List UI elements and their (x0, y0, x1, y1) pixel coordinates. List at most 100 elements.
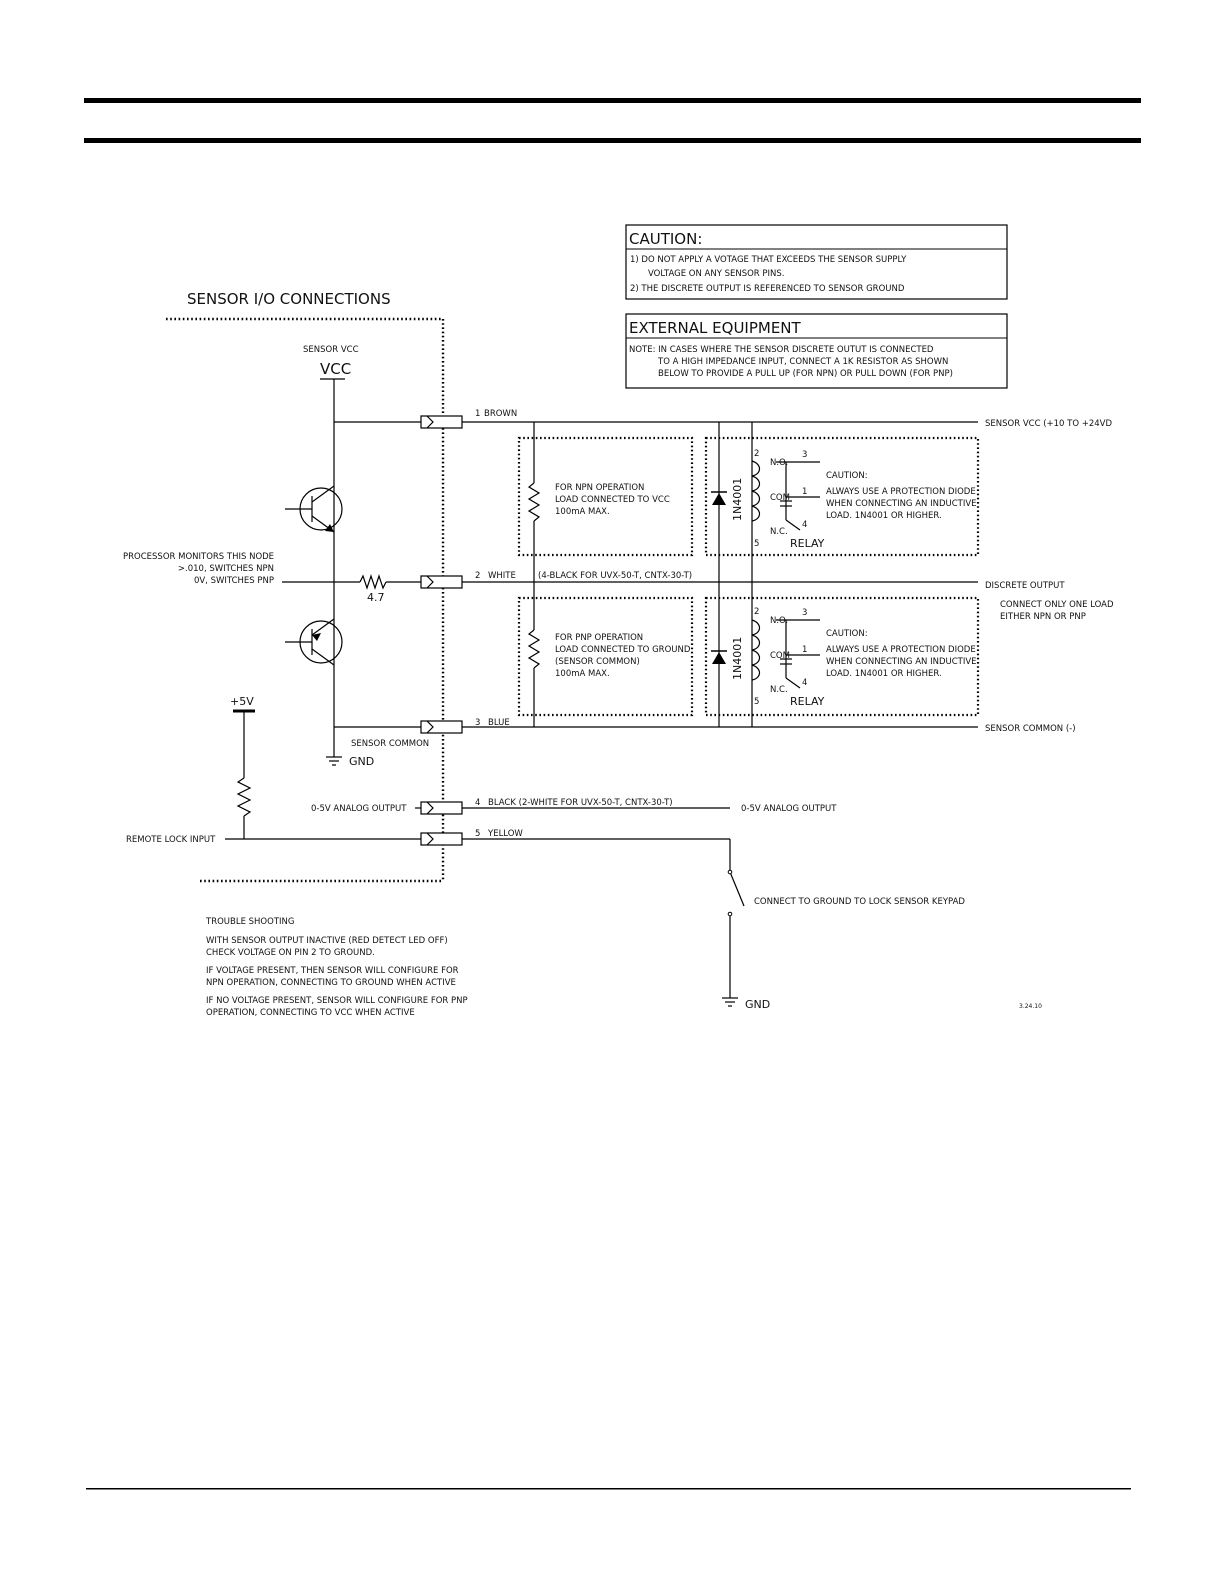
wire-rails (462, 421, 978, 1007)
analog-output-left-label: 0-5V ANALOG OUTPUT (311, 804, 407, 814)
diode-label-lower: 1N4001 (731, 637, 744, 680)
relay-upper-caution-1: ALWAYS USE A PROTECTION DIODE (826, 487, 976, 497)
wire-5-color: YELLOW (487, 829, 523, 839)
pullup-resistor-symbol (236, 777, 252, 817)
relay-lower-no: N.O. (770, 616, 788, 626)
relay-upper-caution-head: CAUTION: (826, 471, 868, 481)
npn-box-line-1: FOR NPN OPERATION (555, 483, 644, 493)
wire-5-number: 5 (475, 829, 480, 839)
relay-upper-caution-2: WHEN CONNECTING AN INDUCTIVE (826, 499, 977, 509)
npn-box-line-3: 100mA MAX. (555, 507, 610, 517)
relay-upper-pin4: 4 (802, 520, 807, 530)
trouble-line-3: IF VOLTAGE PRESENT, THEN SENSOR WILL CON… (206, 966, 459, 976)
connector-pin-5 (420, 832, 463, 846)
discrete-output-label: DISCRETE OUTPUT (985, 581, 1065, 591)
connector-pin-3 (420, 720, 463, 734)
pnp-arrow-icon (312, 633, 321, 641)
processor-note-2: >.010, SWITCHES NPN (178, 564, 274, 574)
sensor-vcc-label: SENSOR VCC (303, 345, 359, 355)
relay-upper-caution-3: LOAD. 1N4001 OR HIGHER. (826, 511, 942, 521)
wire-3-color: BLUE (488, 718, 510, 728)
trouble-line-2: CHECK VOLTAGE ON PIN 2 TO GROUND. (206, 948, 375, 958)
caution-line-3: 2) THE DISCRETE OUTPUT IS REFERENCED TO … (630, 284, 905, 294)
npn-relay-box (704, 436, 980, 557)
diagram-title: SENSOR I/O CONNECTIONS (187, 290, 391, 308)
external-line-3: BELOW TO PROVIDE A PULL UP (FOR NPN) OR … (658, 369, 953, 379)
drawing-code: 3.24.10 (1019, 1003, 1042, 1010)
processor-note-1: PROCESSOR MONITORS THIS NODE (123, 552, 274, 562)
header-rule-top (84, 98, 1141, 103)
caution-line-2: VOLTAGE ON ANY SENSOR PINS. (648, 269, 785, 279)
relay-upper-pin2: 2 (754, 449, 759, 459)
relay-lower-caution-1: ALWAYS USE A PROTECTION DIODE (826, 645, 976, 655)
caution-line-1: 1) DO NOT APPLY A VOTAGE THAT EXCEEDS TH… (630, 255, 907, 265)
pnp-load-box (517, 596, 694, 717)
connector-pin-4 (420, 801, 463, 815)
relay-upper-label: RELAY (790, 537, 825, 550)
relay-lower-pin4: 4 (802, 678, 807, 688)
relay-upper-pin5: 5 (754, 539, 759, 549)
sensor-boundary (166, 317, 445, 883)
wire-4-color: BLACK (2-WHITE FOR UVX-50-T, CNTX-30-T) (488, 798, 673, 808)
plus5v-label: +5V (230, 695, 254, 708)
remote-lock-label: REMOTE LOCK INPUT (126, 835, 216, 845)
pnp-box-line-1: FOR PNP OPERATION (555, 633, 643, 643)
relay-lower-caution-head: CAUTION: (826, 629, 868, 639)
external-line-2: TO A HIGH IMPEDANCE INPUT, CONNECT A 1K … (657, 357, 948, 367)
left-circuit (225, 378, 421, 840)
gnd-label-left: GND (349, 755, 374, 768)
wire-1-color: BROWN (484, 409, 517, 419)
diode-upper-icon (711, 491, 727, 505)
caution-box: CAUTION: 1) DO NOT APPLY A VOTAGE THAT E… (625, 224, 1008, 300)
lock-keypad-note: CONNECT TO GROUND TO LOCK SENSOR KEYPAD (754, 897, 965, 907)
trouble-line-1: WITH SENSOR OUTPUT INACTIVE (RED DETECT … (206, 936, 448, 946)
lock-switch-contact-top (727, 869, 733, 875)
caution-heading: CAUTION: (629, 230, 702, 248)
pnp-box-line-3: (SENSOR COMMON) (555, 657, 640, 667)
diode-lower-icon (711, 650, 727, 664)
diode-label-upper: 1N4001 (731, 478, 744, 521)
pnp-box-line-4: 100mA MAX. (555, 669, 610, 679)
relay-upper-nc: N.C. (770, 527, 788, 537)
relay-lower-pin5: 5 (754, 697, 759, 707)
sensor-common-right-label: SENSOR COMMON (-) (985, 724, 1076, 734)
relay-lower-pin1: 1 (802, 645, 807, 655)
trouble-line-4: NPN OPERATION, CONNECTING TO GROUND WHEN… (206, 978, 456, 988)
header-rule-bottom (84, 138, 1141, 143)
wire-1-number: 1 (475, 409, 480, 419)
trouble-line-6: OPERATION, CONNECTING TO VCC WHEN ACTIVE (206, 1008, 415, 1018)
wire-4-number: 4 (475, 798, 480, 808)
npn-box-line-2: LOAD CONNECTED TO VCC (555, 495, 670, 505)
vcc-label: VCC (320, 360, 351, 378)
relay-lower-nc: N.C. (770, 685, 788, 695)
trouble-heading: TROUBLE SHOOTING (205, 917, 294, 927)
gnd-label-right: GND (745, 998, 770, 1011)
wire-2-number: 2 (475, 571, 480, 581)
connector-pin-1 (420, 415, 463, 429)
npn-arrow-icon (325, 524, 334, 532)
relay-upper-no: N.O. (770, 458, 788, 468)
external-line-1: NOTE: IN CASES WHERE THE SENSOR DISCRETE… (629, 345, 934, 355)
resistor-4-7-symbol (359, 574, 387, 590)
relay-upper-pin1: 1 (802, 487, 807, 497)
sensor-common-label: SENSOR COMMON (351, 739, 429, 749)
relay-lower-label: RELAY (790, 695, 825, 708)
wire-2-color: WHITE (488, 571, 516, 581)
relay-lower-caution-3: LOAD. 1N4001 OR HIGHER. (826, 669, 942, 679)
npn-load-box (517, 436, 694, 557)
relay-lower-pin2: 2 (754, 607, 759, 617)
lock-switch-contact-bottom (727, 911, 733, 917)
relay-upper-com: COM (770, 493, 790, 503)
trouble-line-5: IF NO VOLTAGE PRESENT, SENSOR WILL CONFI… (206, 996, 468, 1006)
external-heading: EXTERNAL EQUIPMENT (629, 319, 802, 337)
relay-upper-pin3: 3 (802, 450, 807, 460)
resistor-value: 4.7 (367, 591, 385, 604)
wire-3-number: 3 (475, 718, 480, 728)
analog-output-right-label: 0-5V ANALOG OUTPUT (741, 804, 837, 814)
relay-lower-caution-2: WHEN CONNECTING AN INDUCTIVE (826, 657, 977, 667)
pnp-relay-box (704, 596, 980, 717)
connect-note-2: EITHER NPN OR PNP (1000, 612, 1086, 622)
footer-rule (86, 1488, 1131, 1490)
external-equipment-box: EXTERNAL EQUIPMENT NOTE: IN CASES WHERE … (625, 313, 1008, 389)
